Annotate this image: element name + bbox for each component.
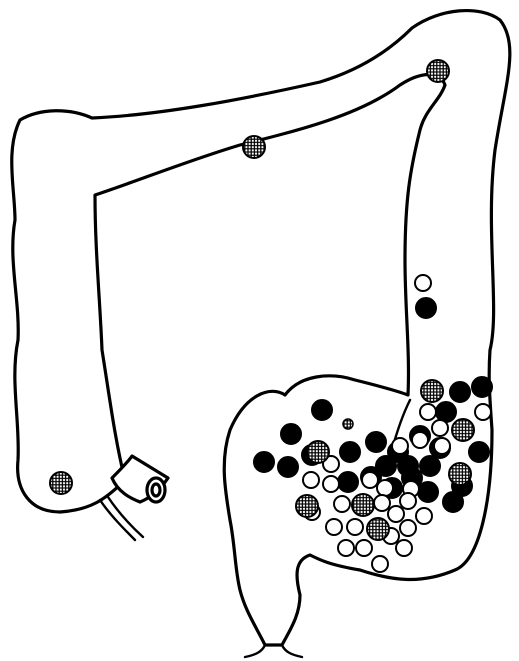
open-marker bbox=[356, 540, 372, 556]
open-marker bbox=[372, 556, 388, 572]
open-marker bbox=[412, 432, 428, 448]
solid-marker bbox=[312, 400, 332, 420]
open-marker bbox=[347, 519, 363, 535]
open-marker bbox=[374, 495, 390, 511]
solid-marker bbox=[278, 457, 298, 477]
open-marker bbox=[323, 476, 339, 492]
open-marker bbox=[400, 493, 416, 509]
open-marker bbox=[434, 438, 450, 454]
open-marker bbox=[388, 506, 404, 522]
hatched-marker bbox=[307, 441, 329, 463]
open-marker bbox=[415, 275, 431, 291]
open-marker bbox=[475, 404, 491, 420]
solid-marker bbox=[416, 298, 436, 318]
hatched-marker bbox=[421, 380, 443, 402]
open-marker bbox=[334, 496, 350, 512]
solid-marker bbox=[340, 442, 360, 462]
open-marker bbox=[392, 438, 408, 454]
hatched-marker bbox=[296, 495, 318, 517]
solid-marker bbox=[436, 402, 456, 422]
hatched-marker bbox=[243, 136, 265, 158]
open-marker bbox=[377, 480, 393, 496]
rectum-base bbox=[245, 645, 302, 657]
colon-outline bbox=[12, 11, 510, 645]
open-marker bbox=[396, 540, 412, 556]
solid-marker bbox=[418, 482, 438, 502]
open-marker bbox=[400, 520, 416, 536]
open-marker bbox=[303, 472, 319, 488]
hatched-marker bbox=[352, 494, 374, 516]
hatched-marker bbox=[367, 518, 389, 540]
open-marker bbox=[326, 519, 342, 535]
open-marker bbox=[432, 420, 448, 436]
solid-marker bbox=[472, 377, 492, 397]
hatched-marker bbox=[452, 419, 474, 441]
solid-marker bbox=[450, 382, 470, 402]
open-marker bbox=[338, 540, 354, 556]
hatched-marker bbox=[449, 463, 471, 485]
hatched-marker bbox=[50, 472, 72, 494]
solid-marker bbox=[366, 432, 386, 452]
solid-marker bbox=[338, 472, 358, 492]
hatched-marker bbox=[343, 419, 353, 429]
open-marker bbox=[420, 404, 436, 420]
open-marker bbox=[362, 472, 378, 488]
hatched-marker bbox=[427, 60, 449, 82]
solid-marker bbox=[254, 452, 274, 472]
solid-marker bbox=[281, 424, 301, 444]
open-marker bbox=[416, 508, 432, 524]
solid-marker bbox=[420, 456, 440, 476]
solid-marker bbox=[469, 442, 489, 462]
